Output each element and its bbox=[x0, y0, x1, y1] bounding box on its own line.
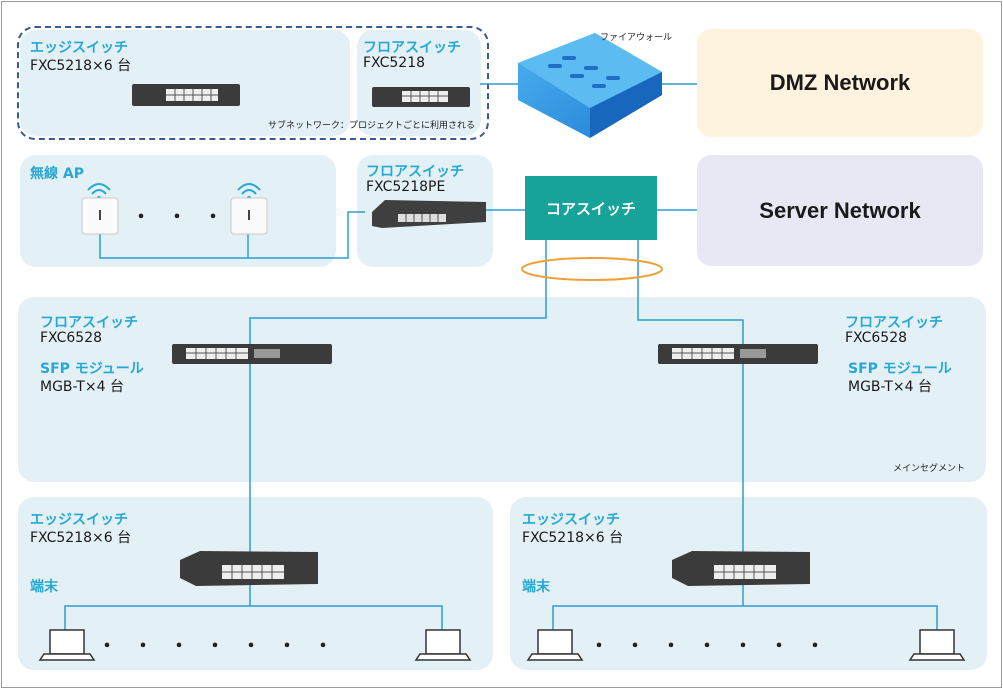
subnet-note: サブネットワーク：プロジェクトごとに利用される bbox=[268, 121, 476, 131]
top-edge-panel bbox=[20, 30, 350, 136]
laptop-icon-bottom-right-1 bbox=[526, 629, 584, 661]
switch-icon-top-edge bbox=[132, 84, 240, 106]
switch-icon-top-floor bbox=[372, 87, 470, 107]
main-right-model: FXC6528 bbox=[845, 330, 908, 346]
bottom-right-model: FXC5218×6 台 bbox=[522, 530, 624, 546]
switch-icon-main-left bbox=[172, 344, 332, 364]
switch-icon-main-right bbox=[658, 344, 818, 364]
bus-left bbox=[64, 605, 443, 630]
dmz-network-label: DMZ Network bbox=[769, 70, 911, 95]
bottom-right-terminal: 端末 bbox=[522, 579, 550, 595]
link-ap-floor bbox=[99, 211, 365, 259]
main-left-model: FXC6528 bbox=[40, 330, 103, 346]
firewall-icon bbox=[518, 33, 662, 138]
main-right-sfp-title: SFP モジュール bbox=[848, 361, 952, 377]
bus-right bbox=[552, 605, 938, 630]
main-left-sfp-model: MGB-T×4 台 bbox=[40, 379, 124, 395]
link-aggregation-ring bbox=[521, 257, 663, 281]
access-point-icon-1 bbox=[81, 183, 119, 235]
link-core-floor-right bbox=[637, 240, 744, 345]
main-right-sfp-model: MGB-T×4 台 bbox=[848, 379, 932, 395]
main-left-title: フロアスイッチ bbox=[40, 315, 138, 331]
laptop-icon-bottom-left-2 bbox=[414, 629, 472, 661]
laptop-icon-bottom-right-2 bbox=[908, 629, 966, 661]
bottom-left-model: FXC5218×6 台 bbox=[30, 530, 132, 546]
top-floor-model: FXC5218 bbox=[363, 55, 426, 71]
bottom-right-title: エッジスイッチ bbox=[522, 512, 620, 528]
core-switch-box: コアスイッチ bbox=[525, 176, 657, 240]
switch-icon-bottom-left bbox=[180, 551, 318, 586]
wireless-ap-title: 無線 AP bbox=[30, 166, 84, 182]
wireless-floor-model: FXC5218PE bbox=[366, 179, 446, 195]
main-segment-label: メインセグメント bbox=[893, 464, 966, 474]
firewall-label: ファイアウォール bbox=[600, 33, 673, 43]
wireless-ap-panel bbox=[20, 155, 336, 267]
server-network-label: Server Network bbox=[759, 197, 921, 223]
dmz-network-box: DMZ Network bbox=[697, 29, 983, 137]
laptop-icon-bottom-left-1 bbox=[38, 629, 96, 661]
top-edge-title: エッジスイッチ bbox=[30, 40, 128, 56]
bottom-left-terminal: 端末 bbox=[30, 579, 58, 595]
server-network-box: Server Network bbox=[697, 155, 983, 266]
switch-icon-wireless-floor bbox=[372, 200, 486, 228]
ap-ellipsis: ・・・ bbox=[132, 207, 240, 228]
wireless-floor-title: フロアスイッチ bbox=[366, 164, 464, 180]
top-floor-panel bbox=[357, 30, 481, 136]
main-segment-panel bbox=[18, 297, 986, 482]
main-left-sfp-title: SFP モジュール bbox=[40, 361, 144, 377]
top-floor-title: フロアスイッチ bbox=[363, 40, 461, 56]
switch-icon-bottom-right bbox=[672, 551, 810, 586]
core-switch-label: コアスイッチ bbox=[545, 199, 636, 218]
bottom-left-ellipsis: ・・・・・・・ bbox=[98, 636, 350, 657]
link-core-floor-left bbox=[249, 240, 547, 345]
subnet-dashed-boundary bbox=[17, 26, 489, 140]
access-point-icon-2 bbox=[230, 183, 268, 235]
top-edge-model: FXC5218×6 台 bbox=[30, 58, 132, 74]
bottom-left-title: エッジスイッチ bbox=[30, 512, 128, 528]
bottom-right-ellipsis: ・・・・・・・ bbox=[590, 636, 842, 657]
main-right-title: フロアスイッチ bbox=[845, 315, 943, 331]
